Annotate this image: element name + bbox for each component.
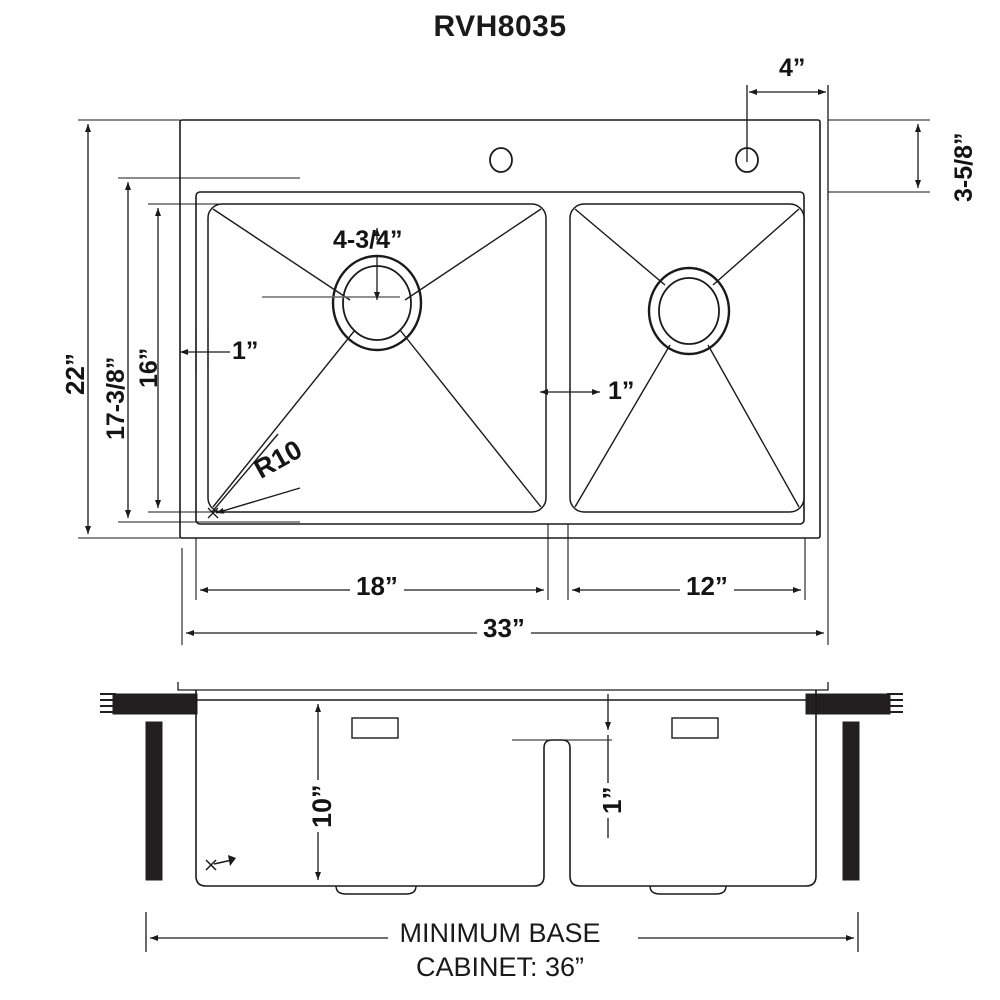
dim-faucet-hole-offset: 4” [779, 54, 806, 82]
section-view [100, 682, 903, 952]
dim-inner-bowl-depth: 16” [135, 347, 163, 388]
cabinet-wall-left [145, 721, 163, 881]
dim-rim-to-bowl-top: 3-5/8” [950, 132, 978, 202]
right-bowl [569, 203, 805, 513]
section-sink-body [177, 682, 829, 887]
cabinet-caption-line1: MINIMUM BASE [399, 918, 601, 948]
countertop-hatch [100, 693, 903, 713]
right-bowl-slope-lines [574, 208, 800, 508]
right-drain [647, 266, 731, 356]
dim-bowl-depth: 10” [307, 780, 338, 832]
dim-drain-offset: 4-3/4” [333, 226, 403, 254]
dim-left-bowl-width: 18” [350, 573, 404, 599]
faucet-holes [489, 147, 759, 173]
drain-bump-right [649, 885, 727, 895]
dim-divider-drop: 1” [597, 782, 627, 818]
section-corner-mark [205, 855, 236, 871]
dim-right-bowl-width: 12” [680, 573, 734, 599]
overflow-plate-right [671, 717, 719, 739]
left-bowl-slope-lines [212, 208, 542, 508]
dim-left-wall-thickness: 1” [232, 337, 259, 365]
countertop-right [805, 693, 891, 715]
cabinet-caption-line2: CABINET: 36” [415, 952, 585, 982]
overflow-plate-left [351, 717, 399, 739]
faucet-hole-left [489, 147, 513, 173]
cabinet-wall-right [842, 721, 860, 881]
dim-overall-depth: 22” [60, 353, 90, 395]
dim-outer-bowl-depth: 17-3/8” [102, 356, 130, 440]
countertop-left [112, 693, 198, 715]
page-title: RVH8035 [433, 10, 567, 43]
dim-overall-width: 33” [477, 615, 531, 641]
drain-bump-left [335, 885, 417, 895]
dim-divider-thickness: 1” [608, 377, 635, 405]
